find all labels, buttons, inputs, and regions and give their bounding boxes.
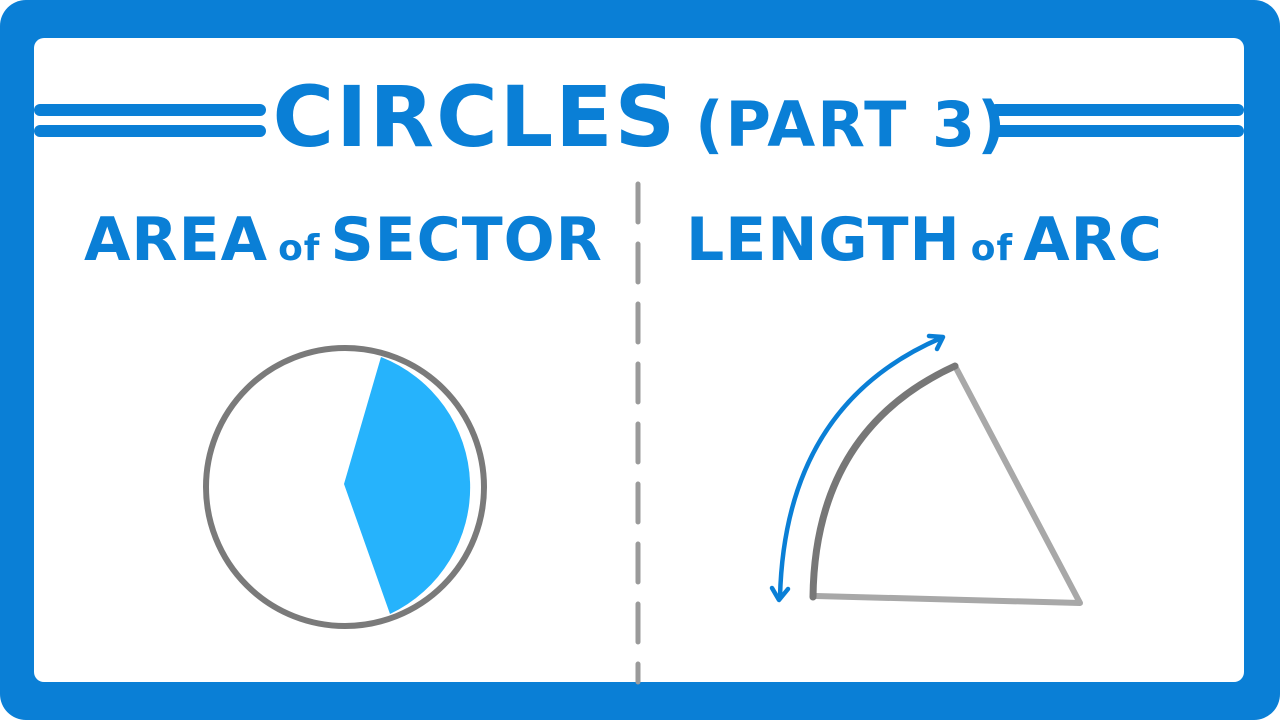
shaded-sector [344, 357, 471, 614]
arrowhead-top-icon [926, 333, 946, 352]
circle-outline [203, 345, 487, 629]
heading-of-word: of [970, 228, 1014, 269]
arc-sector-diagram [769, 333, 1083, 606]
page-title: CIRCLES(PART 3) [0, 68, 1280, 166]
title-line-left-bottom [34, 125, 266, 137]
title-line-right-bottom [990, 125, 1244, 137]
heading-arc-word: ARC [1023, 205, 1163, 275]
title-main: CIRCLES [272, 68, 678, 166]
title-sub: (PART 3) [695, 88, 1008, 161]
arrowhead-bottom-icon [769, 585, 791, 603]
sector-arc [809, 362, 959, 601]
heading-area-word: AREA [84, 205, 269, 275]
sector-radius-edges [813, 363, 1083, 606]
heading-length-word: LENGTH [686, 205, 961, 275]
title-line-right-top [990, 104, 1244, 116]
heading-of-word: of [278, 228, 321, 269]
heading-sector-word: SECTOR [330, 205, 603, 275]
circle-sector-diagram [203, 345, 487, 629]
title-line-left-top [34, 104, 266, 116]
arc-length-arrow [777, 335, 944, 600]
